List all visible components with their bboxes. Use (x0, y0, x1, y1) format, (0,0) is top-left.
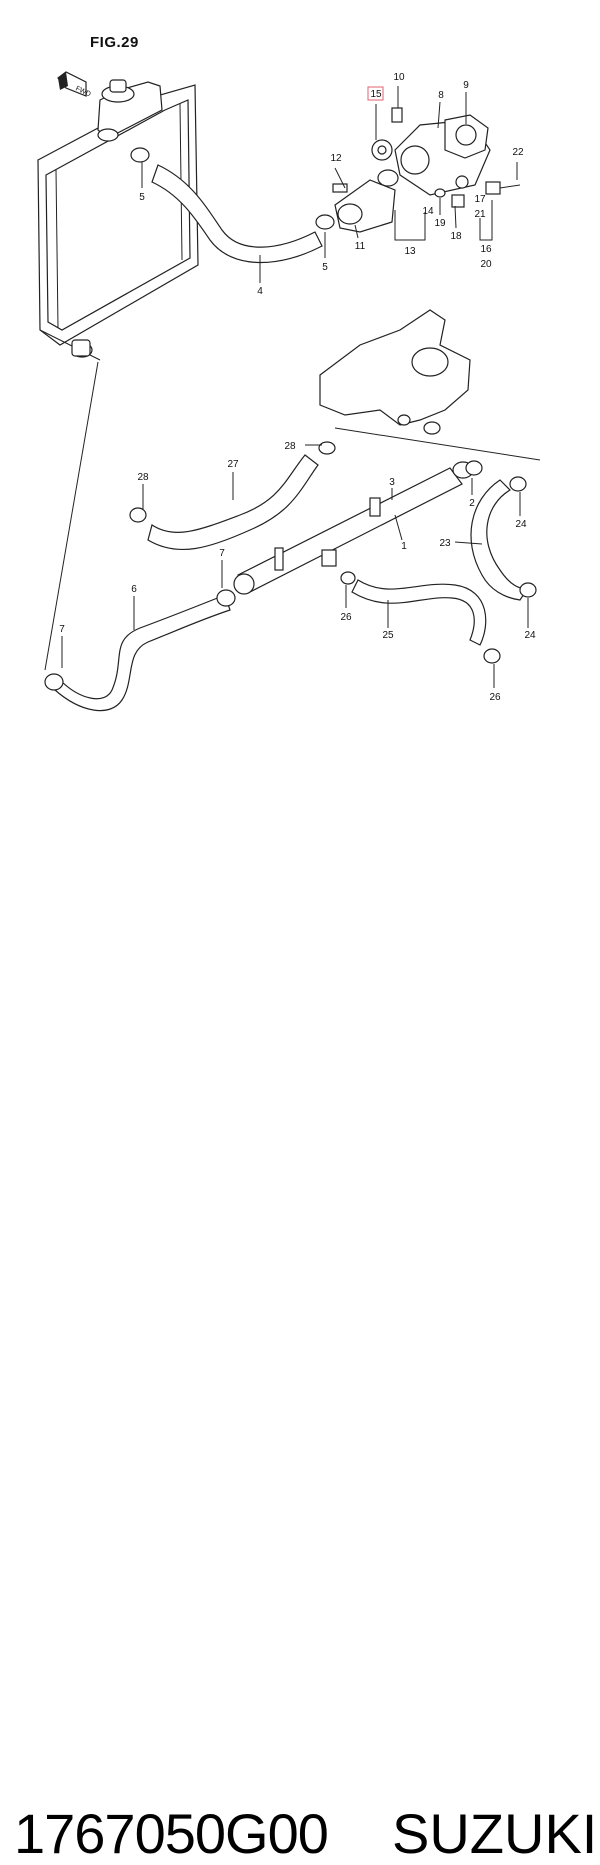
callout-10: 10 (393, 72, 405, 83)
thermostat-housing (332, 107, 521, 233)
callout-7-upper: 7 (219, 548, 225, 559)
water-pipe (233, 460, 483, 595)
callout-18: 18 (450, 231, 462, 242)
callout-3: 3 (389, 477, 395, 488)
callout-15: 15 (370, 89, 382, 100)
callout-27: 27 (227, 459, 239, 470)
callout-5-lower: 5 (322, 262, 328, 273)
callout-2: 2 (469, 498, 475, 509)
radiator (37, 79, 199, 361)
callout-13: 13 (404, 246, 416, 257)
heater-hose-lower (340, 571, 501, 664)
highlight-box (367, 86, 384, 101)
callout-7-lower: 7 (59, 624, 65, 635)
callout-19: 19 (434, 218, 446, 229)
part-number: 1767050G00 (14, 1802, 329, 1865)
callout-1: 1 (401, 541, 407, 552)
brand-name: SUZUKI (392, 1802, 598, 1865)
callout-28-right: 28 (284, 441, 296, 452)
upper-hose (130, 147, 335, 264)
cooling-system-diagram: FWD (37, 71, 541, 712)
callout-23: 23 (439, 538, 451, 549)
callout-6: 6 (131, 584, 137, 595)
callout-12: 12 (330, 153, 342, 164)
callout-20: 20 (480, 259, 492, 270)
clamp (130, 147, 335, 230)
callout-labels: 15 10 8 9 22 12 5 14 17 21 19 18 11 13 1… (59, 72, 536, 703)
fwd-arrow-icon: FWD (57, 71, 92, 98)
callout-28-left: 28 (137, 472, 149, 483)
callout-5-upper: 5 (139, 192, 145, 203)
callout-22: 22 (512, 147, 524, 158)
callout-9: 9 (463, 80, 469, 91)
callout-14: 14 (422, 206, 434, 217)
callout-11: 11 (355, 241, 366, 252)
callout-24-lower: 24 (524, 630, 536, 641)
bypass-hose (129, 441, 336, 551)
heater-hose-right (470, 476, 537, 601)
callout-16: 16 (480, 244, 492, 255)
figure-title: FIG.29 (90, 34, 139, 51)
part-caption: 1767050G00 SUZUKI (0, 900, 600, 1862)
callout-26-left: 26 (340, 612, 352, 623)
callout-24-upper: 24 (515, 519, 527, 530)
intake-manifold (319, 309, 541, 461)
callout-8: 8 (438, 90, 444, 101)
callout-26-right: 26 (489, 692, 501, 703)
callout-21: 21 (474, 209, 486, 220)
callout-25: 25 (382, 630, 394, 641)
callout-4: 4 (257, 286, 263, 297)
fwd-label: FWD (74, 85, 91, 98)
lower-hose (44, 361, 236, 712)
leader-lines (61, 86, 529, 688)
callout-17: 17 (474, 194, 486, 205)
